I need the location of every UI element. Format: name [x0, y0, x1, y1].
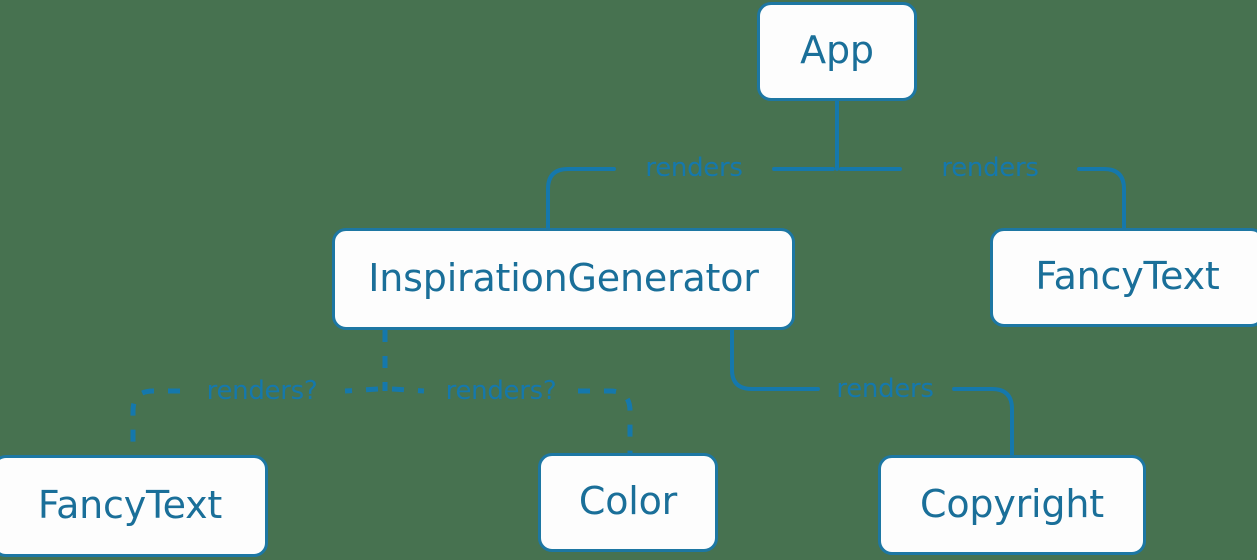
node-copyright[interactable]: Copyright	[878, 455, 1146, 555]
node-fancy-text-top[interactable]: FancyText	[990, 228, 1257, 327]
edge-inspiration-generator-to-copyright-a	[730, 328, 820, 391]
edge-inspiration-generator-to-color-a	[391, 386, 425, 394]
node-color[interactable]: Color	[538, 453, 718, 552]
node-app[interactable]: App	[757, 2, 917, 101]
edge-label-app-to-fancy-text-top: renders	[941, 153, 1039, 183]
edge-app-to-inspiration-generator-b	[546, 167, 616, 230]
edge-label-inspiration-generator-to-color: renders?	[445, 376, 557, 406]
edge-label-inspiration-generator-to-copyright: renders	[836, 374, 934, 404]
edge-app-to-fancy-text-b	[1077, 167, 1126, 230]
node-app-label: App	[800, 28, 874, 72]
node-inspiration-generator-label: InspirationGenerator	[368, 255, 759, 300]
edge-inspiration-generator-to-color-b	[578, 388, 633, 453]
edge-inspiration-generator-to-copyright-b	[952, 387, 1014, 457]
edge-label-app-to-inspiration-generator: renders	[645, 153, 743, 183]
edge-inspiration-generator-to-fancy-text-bottom-a	[344, 386, 379, 394]
node-fancy-text-top-label: FancyText	[1035, 254, 1220, 298]
edge-label-inspiration-generator-to-fancy-text-bottom: renders?	[206, 376, 318, 406]
node-copyright-label: Copyright	[920, 481, 1104, 526]
node-color-label: Color	[578, 479, 678, 523]
node-fancy-text-bottom[interactable]: FancyText	[0, 455, 268, 557]
edge-inspiration-generator-to-fancy-text-bottom-b	[130, 388, 180, 455]
node-inspiration-generator[interactable]: InspirationGenerator	[332, 228, 795, 330]
node-fancy-text-bottom-label: FancyText	[37, 482, 223, 527]
